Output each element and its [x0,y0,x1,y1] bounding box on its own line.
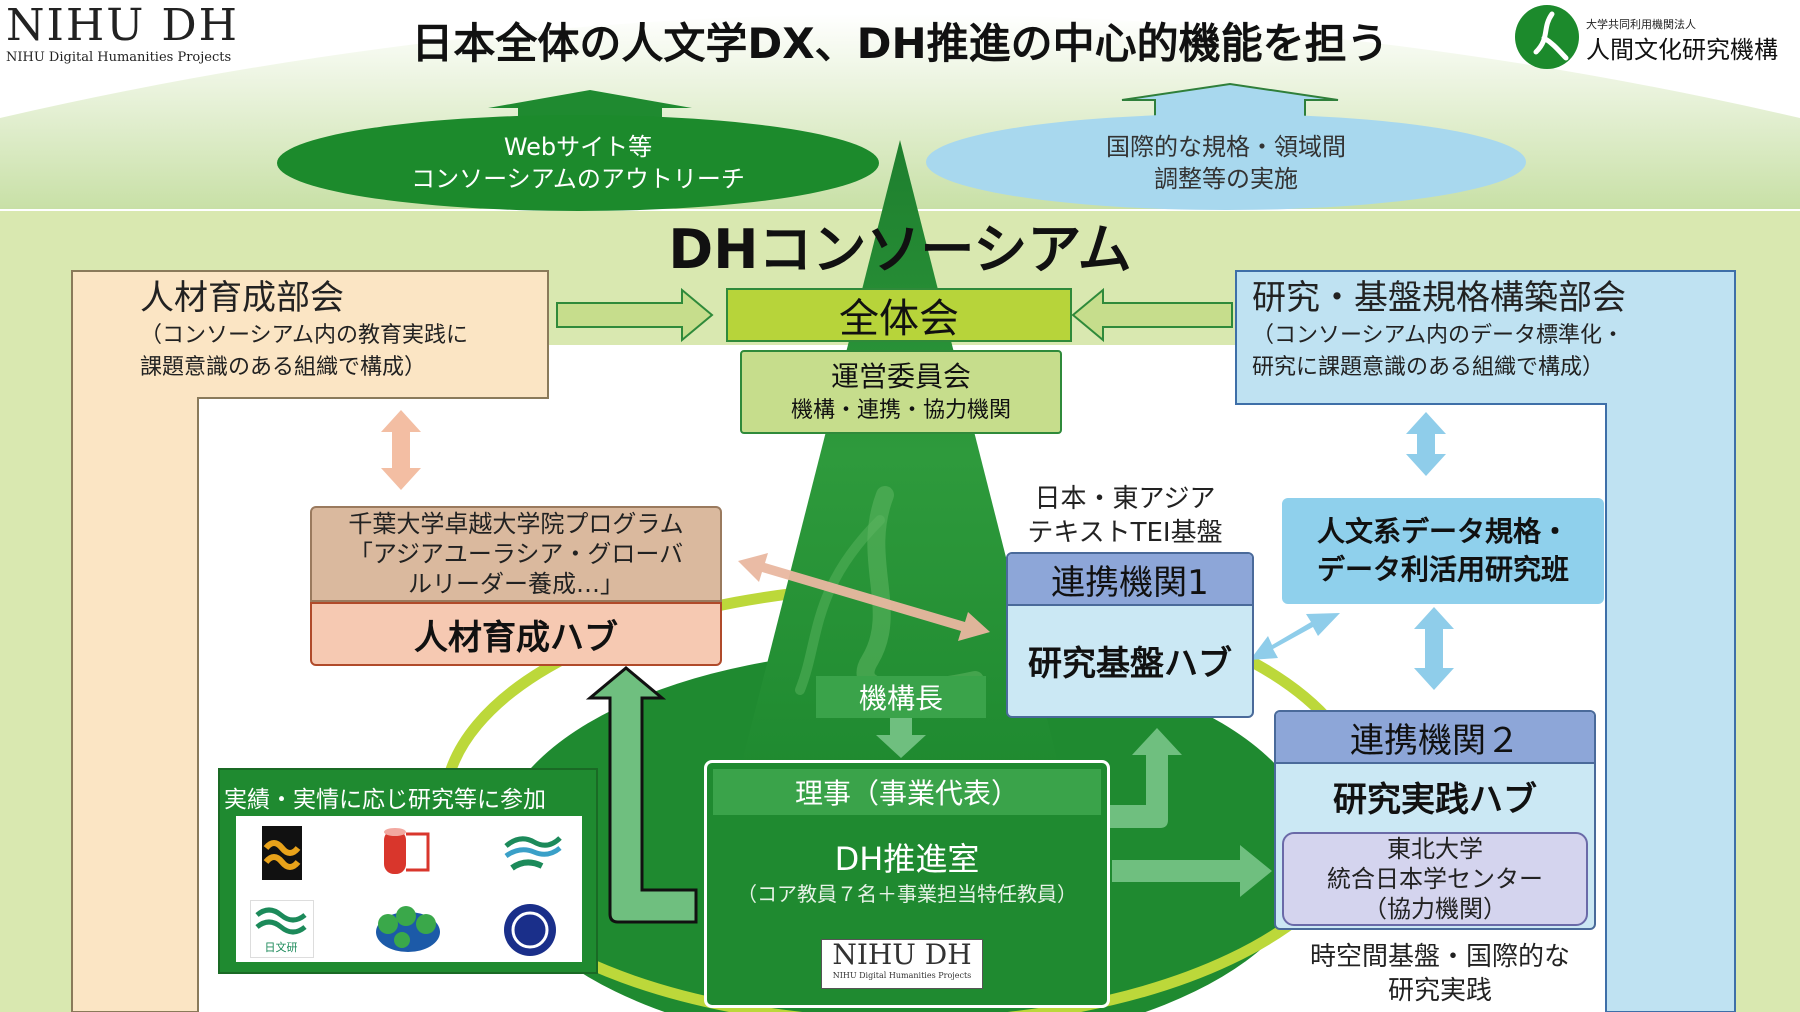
president-down-arrow [876,718,926,758]
international-label: 国際的な規格・領域間 調整等の実施 [966,128,1486,198]
international-ellipse [926,114,1526,210]
hr-research-diagonal-arrow [738,553,990,641]
chiba-line3: ルリーダー養成…」 [408,570,624,598]
hr-frame [71,270,549,1012]
director-bar: 理事（事業代表） [713,769,1101,815]
office-to-hr-arrow [585,666,698,924]
dh-office-title: DH推進室 [834,840,980,878]
logo-main-text: NIHU DH [6,0,239,51]
leaf-wave-emblem-icon [504,836,562,871]
research-double-arrow [1406,412,1446,476]
hub-diagonal-arrow [1250,613,1340,660]
tei-line1: 日本・東アジア [1034,484,1216,514]
tei-line2: テキストTEI基盤 [1027,518,1223,548]
org-small-text: 大学共同利用機関法人 [1586,18,1696,31]
partner1-body: 研究基盤ハブ [1008,606,1252,714]
partner1-header: 連携機関1 [1008,554,1252,606]
spacetime-label: 時空間基盤・国際的な 研究実践 [1270,938,1610,1010]
hr-committee-title: 人材育成部会 [140,278,344,318]
international-line2: 調整等の実施 [1154,165,1298,193]
chiba-line1: 千葉大学卓越大学院プログラム [348,510,684,538]
right-to-assembly-arrow [1071,287,1233,343]
research-committee-title: 研究・基盤規格構築部会 [1252,278,1626,318]
consortium-title: DHコンソーシアム [600,212,1200,281]
tohoku-line3: （協力機関） [1363,895,1507,923]
nihu-org-emblem-icon [1515,5,1579,69]
hr-double-arrow [381,410,421,490]
nichibunken-emblem: 日文研 [250,900,314,958]
data-group-double-arrow [1414,607,1454,690]
consortium-title-text: DHコンソーシアム [668,217,1132,281]
partner2-body: 研究実践ハブ [1276,764,1594,828]
partner2-header-text: 連携機関２ [1350,720,1520,761]
tohoku-box: 東北大学 統合日本学センター （協力機関） [1282,832,1588,926]
hr-committee: 人材育成部会 （コンソーシアム内の教育実践に 課題意識のある組織で構成） [92,276,542,396]
data-group-box: 人文系データ規格・ データ利活用研究班 [1282,498,1604,604]
globe-emblem-icon [376,906,440,952]
partner1-body-text: 研究基盤ハブ [1028,643,1232,684]
data-group-line1: 人文系データ規格・ [1316,515,1569,548]
outreach-line1: Webサイト等 [503,133,653,161]
chiba-line2: 「アジアユーラシア・グローバ [348,540,684,568]
participation-label: 実績・実情に応じ研究等に参加 [224,787,546,813]
page-title-text: 日本全体の人文学DX、DH推進の中心的機能を担う [411,18,1389,68]
tei-label: 日本・東アジア テキストTEI基盤 [1000,480,1250,552]
steering-title: 運営委員会 [830,360,971,393]
data-group-line2: データ利活用研究班 [1316,553,1569,586]
outreach-ellipse [277,115,879,211]
wave-emblem-icon [262,826,302,880]
circle-emblem-icon [504,904,556,956]
participation-box: 実績・実情に応じ研究等に参加 [218,768,598,974]
general-assembly-text: 全体会 [839,296,959,342]
international-up-arrow [1121,82,1339,121]
outreach-line2: コンソーシアムのアウトリーチ [411,165,745,193]
org-name-text: 人間文化研究機構 [1586,36,1778,64]
director-text: 理事（事業代表） [794,777,1019,810]
page-title: 日本全体の人文学DX、DH推進の中心的機能を担う [300,10,1500,70]
president-box: 機構長 [816,676,986,718]
steering-sub: 機構・連携・協力機関 [790,398,1011,423]
tohoku-line1: 東北大学 [1387,835,1483,863]
nihu-dh-office-logo: NIHU DH NIHU Digital Humanities Projects [821,939,983,989]
tree-triangle [740,140,1060,770]
research-frame [1235,270,1736,1012]
partner2-header: 連携機関２ [1276,712,1594,764]
hr-committee-line1: （コンソーシアム内の教育実践に [140,323,469,348]
office-logo-sub: NIHU Digital Humanities Projects [832,971,972,980]
logo-sub-text: NIHU Digital Humanities Projects [6,50,232,65]
institute-logo-panel: 日文研 [236,816,582,962]
dh-office-sub: （コア教員７名＋事業担当特任教員） [737,882,1077,906]
spacetime-line2: 研究実践 [1387,976,1492,1006]
nichibunken-emblem-icon [255,907,307,935]
left-to-assembly-arrow [556,287,714,343]
office-to-practice-arrow [1112,845,1272,897]
chiba-program-box: 千葉大学卓越大学院プログラム 「アジアユーラシア・グローバ ルリーダー養成…」 [310,506,722,602]
office-to-research-up-arrow [1110,728,1182,828]
general-assembly-box: 全体会 [726,288,1072,342]
nihu-dh-logo: NIHU DH NIHU Digital Humanities Projects [6,2,266,74]
research-committee-line1: （コンソーシアム内のデータ標準化・ [1252,323,1625,348]
partner1-header-text: 連携機関1 [1051,562,1209,603]
steering-committee-box: 運営委員会 機構・連携・協力機関 [740,350,1062,434]
partner2-body-text: 研究実践ハブ [1333,779,1537,820]
org-logo: 大学共同利用機関法人 人間文化研究機構 [1514,2,1800,72]
research-committee: 研究・基盤規格構築部会 （コンソーシアム内のデータ標準化・ 研究に課題意識のある… [1246,276,1734,396]
international-line1: 国際的な規格・領域間 [1106,133,1346,161]
hr-committee-line2: 課題意識のある組織で構成） [140,355,427,380]
partner1-box: 連携機関1 研究基盤ハブ [1006,552,1254,718]
hr-hub-text: 人材育成ハブ [414,617,618,658]
dh-office-box: 理事（事業代表） DH推進室 （コア教員７名＋事業担当特任教員） NIHU DH… [704,760,1110,1008]
outreach-label: Webサイト等 コンソーシアムのアウトリーチ [318,128,838,198]
nichibunken-text: 日文研 [264,941,298,954]
tohoku-line2: 統合日本学センター [1327,865,1543,893]
hr-hub-box: 人材育成ハブ [310,602,722,666]
spacetime-line1: 時空間基盤・国際的な [1309,942,1570,972]
scroll-emblem-icon [384,828,430,874]
dh-office-body: DH推進室 （コア教員７名＋事業担当特任教員） [707,833,1107,913]
office-logo-main: NIHU DH [832,938,972,971]
president-text: 機構長 [858,682,943,715]
research-committee-line2: 研究に課題意識のある組織で構成） [1252,355,1605,380]
